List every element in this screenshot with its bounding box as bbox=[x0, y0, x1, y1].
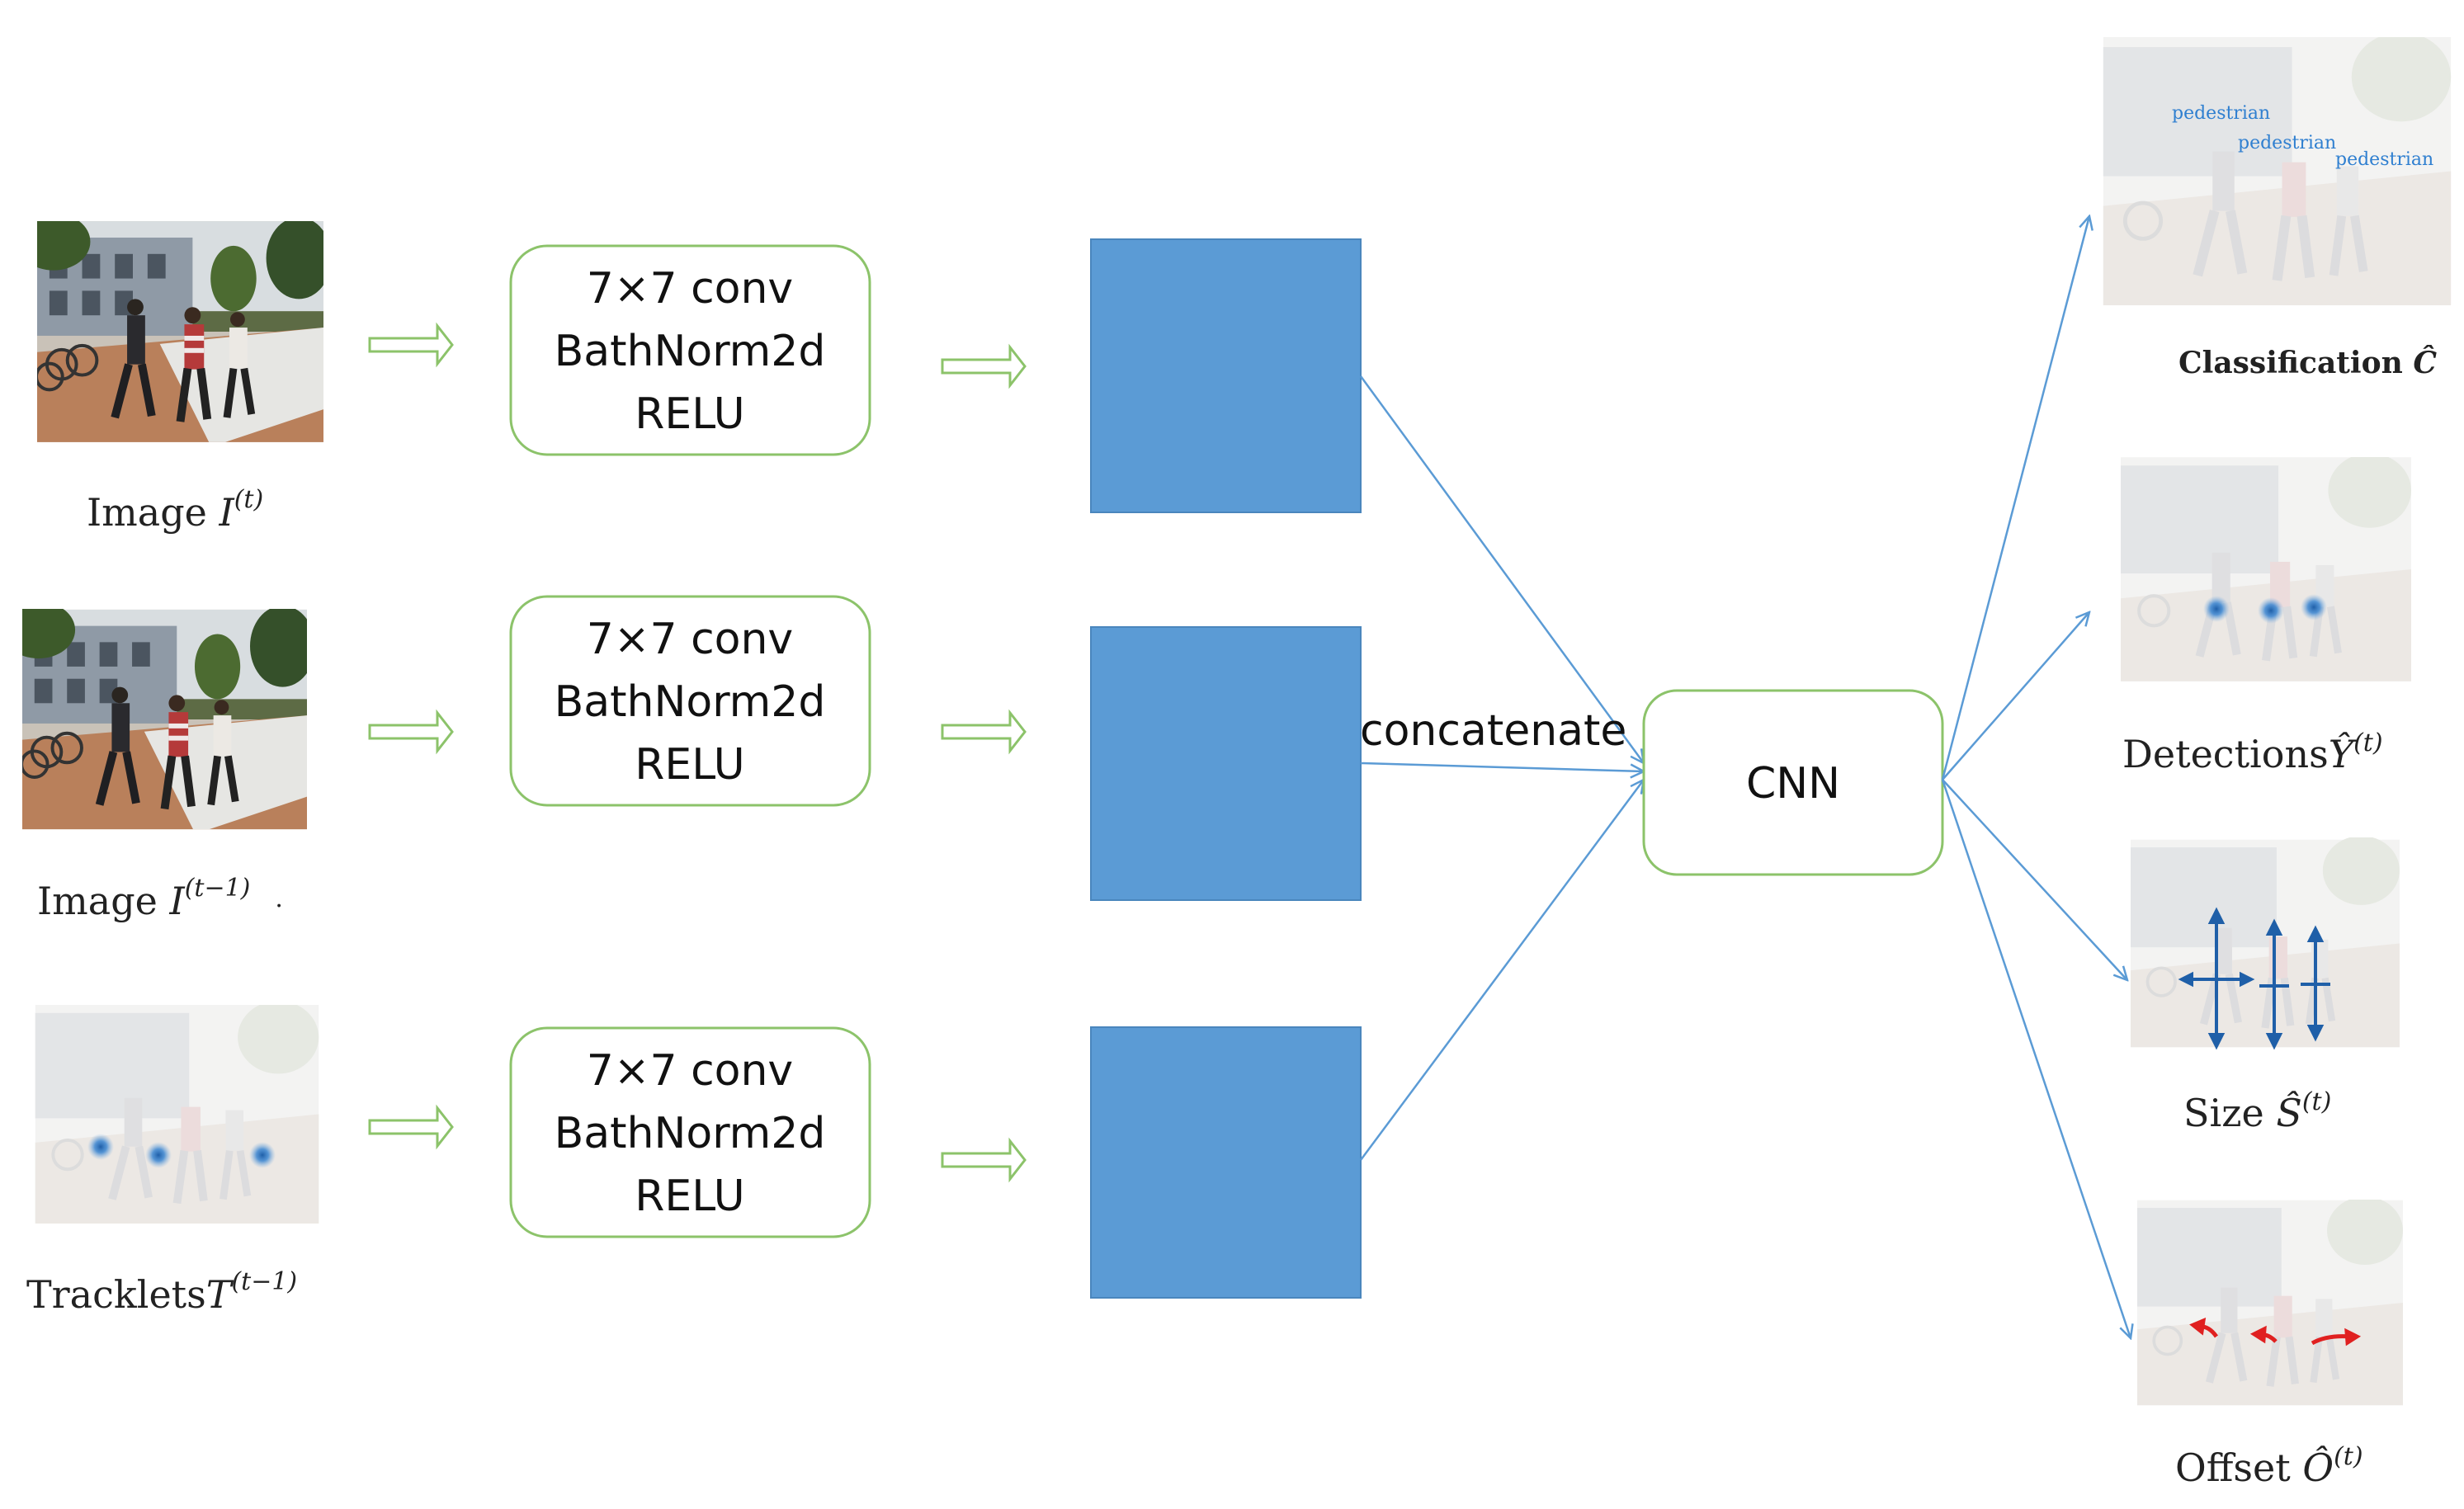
input-image-t-thumbnail bbox=[17, 213, 332, 442]
detection-dot bbox=[2301, 594, 2327, 620]
output-label-detections: DetectionsŶ(t) bbox=[2122, 729, 2383, 776]
detection-dot bbox=[2258, 597, 2284, 624]
conv-block-2-line-3: RELU bbox=[635, 740, 744, 790]
hollow-arrow-conv-to-feature-1 bbox=[941, 343, 1027, 389]
feature-map-block-2 bbox=[1090, 626, 1362, 901]
connector-cnn-to-offset bbox=[1941, 779, 2131, 1338]
output-offset-panel bbox=[2137, 1196, 2403, 1405]
connector-feature-1-to-cnn bbox=[1359, 375, 1644, 763]
conv-block-1: 7×7 conv BathNorm2d RELU bbox=[509, 244, 871, 456]
conv-block-1-line-1: 7×7 conv bbox=[587, 264, 793, 314]
conv-block-2-line-2: BathNorm2d bbox=[555, 677, 826, 727]
feature-map-block-3 bbox=[1090, 1026, 1362, 1299]
output-classification-panel: pedestrian pedestrian pedestrian bbox=[2103, 32, 2451, 305]
hollow-arrow-conv-to-feature-2 bbox=[941, 709, 1027, 755]
input-label-image-t-minus-1: Image I(t−1)· bbox=[37, 874, 283, 923]
conv-block-3: 7×7 conv BathNorm2d RELU bbox=[509, 1026, 871, 1238]
hollow-arrow-conv-to-feature-3 bbox=[941, 1137, 1027, 1183]
detection-dot bbox=[2203, 596, 2230, 622]
cnn-block: CNN bbox=[1642, 689, 1944, 876]
classification-tag: pedestrian bbox=[2172, 103, 2270, 124]
hollow-arrow-input-to-conv-3 bbox=[368, 1104, 454, 1150]
heatmap-dot bbox=[145, 1142, 172, 1168]
input-tracklets-heatmap-thumbnail bbox=[35, 1001, 319, 1224]
output-size-panel bbox=[2131, 836, 2400, 1050]
conv-block-2-line-1: 7×7 conv bbox=[587, 615, 793, 664]
output-label-size: Size Ŝ(t) bbox=[2183, 1087, 2331, 1135]
conv-block-2: 7×7 conv BathNorm2d RELU bbox=[509, 595, 871, 807]
conv-block-3-line-2: BathNorm2d bbox=[555, 1109, 826, 1158]
connector-cnn-to-size bbox=[1942, 779, 2127, 980]
classification-tag: pedestrian bbox=[2335, 149, 2433, 170]
input-label-tracklets: TrackletsT(t−1) bbox=[26, 1267, 297, 1317]
heatmap-dot bbox=[87, 1134, 114, 1160]
output-detections-panel bbox=[2121, 453, 2411, 681]
input-image-t-minus-1-thumbnail bbox=[2, 601, 315, 829]
output-label-offset: Offset Ô(t) bbox=[2175, 1442, 2363, 1490]
conv-block-3-line-1: 7×7 conv bbox=[587, 1046, 793, 1096]
conv-block-1-line-3: RELU bbox=[635, 389, 744, 439]
conv-block-1-line-2: BathNorm2d bbox=[555, 327, 826, 376]
conv-block-3-line-3: RELU bbox=[635, 1172, 744, 1221]
cnn-label: CNN bbox=[1746, 759, 1840, 809]
offset-arrows-icon bbox=[2189, 1317, 2362, 1346]
connector-feature-3-to-cnn bbox=[1359, 780, 1644, 1161]
feature-map-block-1 bbox=[1090, 238, 1362, 513]
connector-cnn-to-detections bbox=[1942, 612, 2089, 780]
hollow-arrow-input-to-conv-2 bbox=[368, 709, 454, 755]
size-crosshair-icon bbox=[2178, 907, 2330, 1050]
concatenate-label: concatenate bbox=[1360, 706, 1626, 756]
connector-feature-2-to-cnn bbox=[1360, 762, 1644, 771]
heatmap-dot bbox=[249, 1142, 276, 1168]
classification-tag: pedestrian bbox=[2238, 133, 2336, 153]
connector-cnn-to-classification bbox=[1941, 216, 2089, 780]
hollow-arrow-input-to-conv-1 bbox=[368, 322, 454, 368]
output-label-classification: Classification Ĉ bbox=[2178, 346, 2437, 380]
input-label-image-t: Image I(t) bbox=[87, 485, 263, 535]
